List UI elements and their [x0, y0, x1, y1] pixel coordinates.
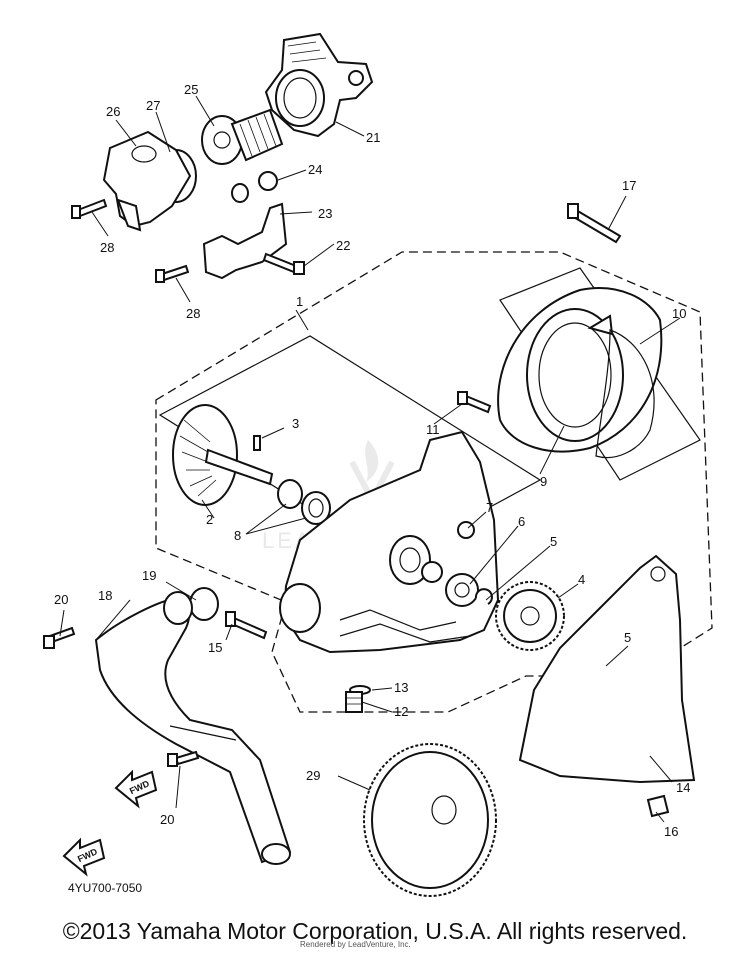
label-14: 14 [676, 780, 690, 795]
bolt-20-upper [43, 626, 76, 649]
copyright-notice: ©2013 Yamaha Motor Corporation, U.S.A. A… [62, 918, 688, 944]
o-ring-19 [189, 587, 219, 621]
label-29: 29 [306, 768, 320, 783]
bearing-6 [445, 573, 479, 607]
gasket-10 [595, 329, 655, 459]
label-26: 26 [106, 104, 120, 119]
label-27: 27 [146, 98, 160, 113]
pin-3 [253, 435, 261, 451]
label-5-lower: 5 [624, 630, 631, 645]
part-number-labels: 1 2 3 4 5 5 6 7 8 9 10 11 12 13 14 15 16… [54, 82, 690, 839]
label-22: 22 [336, 238, 350, 253]
label-5-upper: 5 [550, 534, 557, 549]
o-ring-24 [258, 171, 278, 191]
label-11: 11 [426, 422, 440, 437]
label-2: 2 [206, 512, 213, 527]
bolt-28-upper [71, 198, 108, 219]
label-6: 6 [518, 514, 525, 529]
drive-gear-4 [495, 581, 565, 651]
label-15: 15 [208, 640, 222, 655]
label-17: 17 [622, 178, 636, 193]
label-23: 23 [318, 206, 332, 221]
plug-16 [646, 794, 670, 818]
cover-9 [497, 287, 663, 453]
seal-8b [301, 491, 331, 525]
label-28-lower: 28 [186, 306, 200, 321]
label-18: 18 [98, 588, 112, 603]
label-20-lower: 20 [160, 812, 174, 827]
label-16: 16 [664, 824, 678, 839]
bolt-20-lower [167, 750, 200, 767]
gasket-14 [518, 554, 696, 784]
water-outlet [102, 130, 197, 232]
seal-8a [277, 479, 303, 509]
bolt-28-lower [155, 264, 190, 283]
label-19: 19 [142, 568, 156, 583]
o-ring-small [231, 183, 249, 203]
impeller [172, 404, 274, 506]
bolt-11 [457, 391, 492, 414]
bolt-15 [225, 611, 268, 640]
label-10: 10 [672, 306, 686, 321]
label-25: 25 [184, 82, 198, 97]
water-pipe-18 [94, 591, 292, 865]
bolt-22 [262, 252, 305, 275]
label-21: 21 [366, 130, 380, 145]
label-7: 7 [486, 500, 493, 515]
label-3: 3 [292, 416, 299, 431]
label-1: 1 [296, 294, 303, 309]
leader-lines [59, 95, 681, 823]
label-8: 8 [234, 528, 241, 543]
pump-housing [279, 430, 500, 654]
circlip-5-upper [474, 588, 493, 605]
label-13: 13 [394, 680, 408, 695]
thermostat [201, 108, 284, 165]
label-28-upper: 28 [100, 240, 114, 255]
thermostat-housing [264, 32, 374, 138]
label-24: 24 [308, 162, 322, 177]
bolt-12 [345, 691, 363, 713]
label-9: 9 [540, 474, 547, 489]
gear-29 [363, 743, 497, 897]
rendered-by-note: Rendered by LeadVenture, Inc. [300, 940, 411, 949]
bolt-17 [567, 203, 622, 244]
fwd-arrow-upper: FWD [114, 769, 158, 809]
label-12: 12 [394, 704, 408, 719]
drawing-code: 4YU700-7050 [68, 881, 142, 895]
thermostat-bracket [202, 202, 288, 280]
gasket-14-hole [650, 566, 666, 582]
fwd-arrow-lower: FWD [62, 837, 106, 877]
label-20-upper: 20 [54, 592, 68, 607]
assembly-outline-dashed [155, 251, 713, 713]
label-4: 4 [578, 572, 585, 587]
